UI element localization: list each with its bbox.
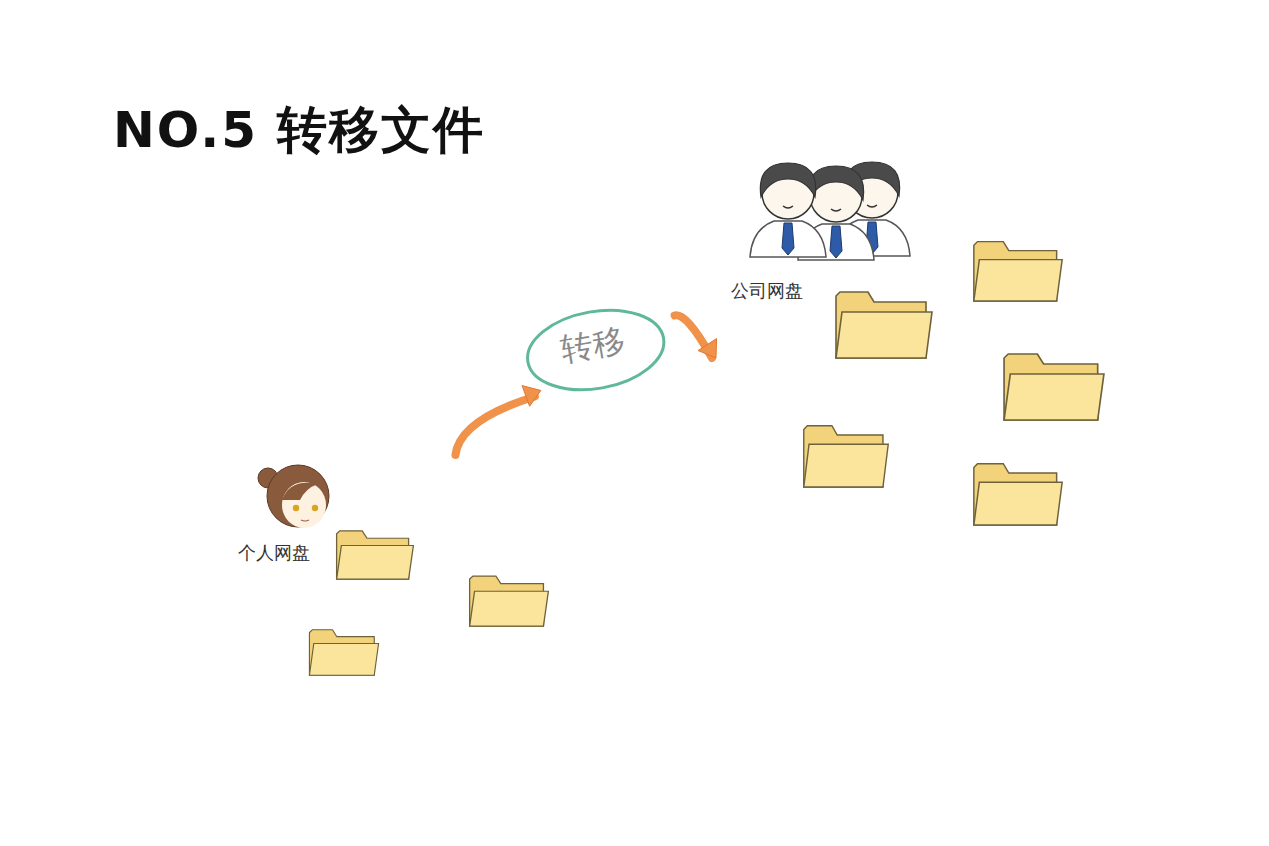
folder-icons [309,242,1103,676]
drive-label: 公司网盘 [731,280,803,302]
company-people [750,162,910,260]
arrow-head [698,339,716,358]
woman-avatar [258,465,329,528]
cloud-outline [716,200,1240,595]
cloud-outline [236,455,658,750]
arrow-line [455,396,534,455]
arrow-head [522,386,541,407]
label-oval [521,300,670,400]
cloud-drive: 个人网盘 [236,455,658,750]
drive-label: 个人网盘 [238,542,310,564]
diagram-title: NO.5 转移文件 [113,100,485,160]
cloud-drive: 公司网盘 [716,200,1240,595]
transfer-arrow [455,300,716,455]
